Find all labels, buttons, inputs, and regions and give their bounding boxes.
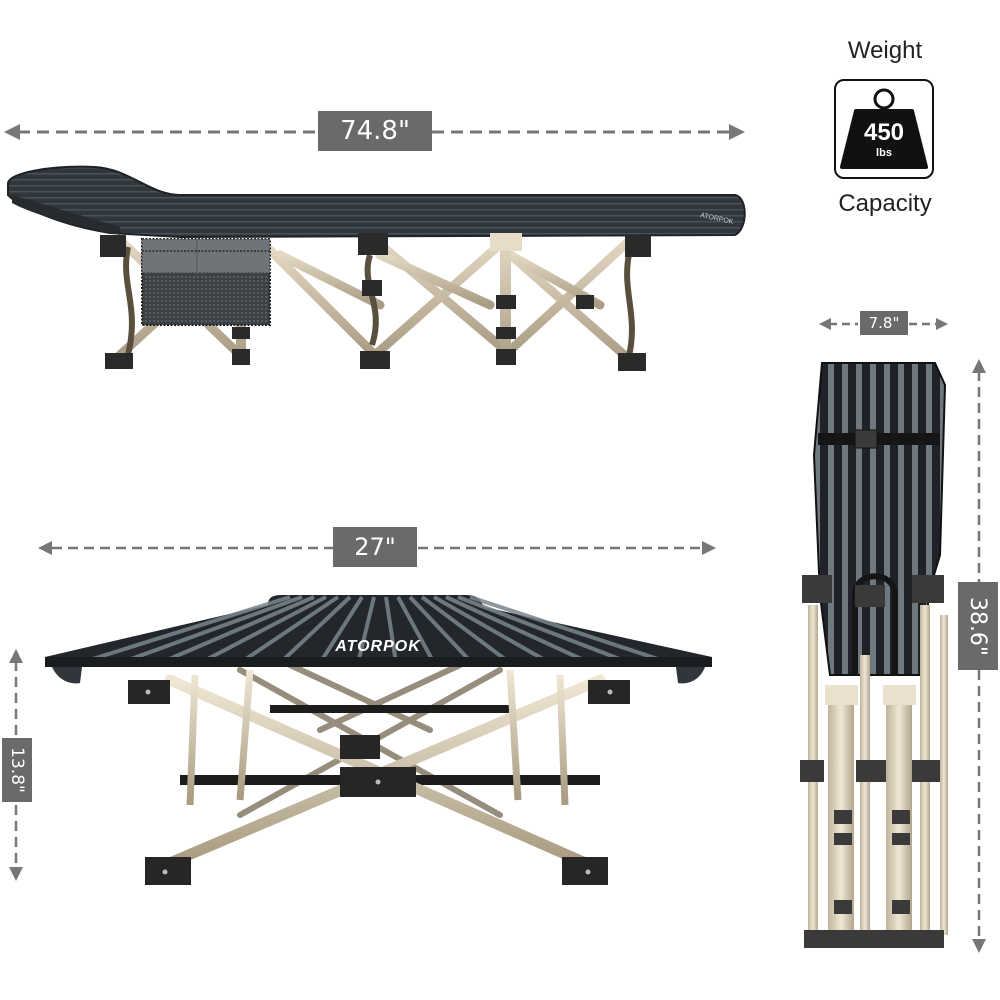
- arrow-right-icon: [936, 318, 948, 330]
- cot-folded-view: [800, 362, 948, 948]
- arrow-right-icon: [729, 124, 745, 140]
- cot-side-view: ATORPOK: [7, 165, 746, 371]
- folded-length-label: 38.6": [958, 582, 998, 670]
- arrow-up-icon: [972, 359, 986, 373]
- folded-length-dimension-line: [972, 359, 986, 953]
- arrow-left-icon: [38, 541, 52, 555]
- side-fabric: [7, 165, 746, 239]
- arrow-left-icon: [819, 318, 831, 330]
- cot-front-view: ATORPOK: [45, 595, 712, 885]
- length-dimension-label: 74.8": [318, 111, 432, 151]
- width-dimension-label: 27": [333, 527, 417, 567]
- height-text: 13.8": [7, 747, 28, 793]
- capacity-title: Weight: [847, 37, 923, 64]
- length-dimension-line: [4, 124, 745, 140]
- folded-width-label: 7.8": [860, 311, 908, 335]
- capacity-value: 450: [863, 119, 905, 146]
- height-dimension-label: 13.8": [2, 738, 32, 802]
- weight-icon: [840, 88, 928, 169]
- arrow-down-icon: [972, 939, 986, 953]
- folded-width-dimension-line: [819, 318, 948, 330]
- storage-pocket: [141, 238, 271, 326]
- arrow-right-icon: [702, 541, 716, 555]
- folded-length-text: 38.6": [965, 596, 991, 656]
- height-dimension-line: [9, 649, 23, 881]
- weight-badge: 450 lbs: [834, 79, 934, 179]
- arrow-left-icon: [4, 124, 20, 140]
- arrow-down-icon: [9, 867, 23, 881]
- width-dimension-line: [38, 541, 716, 555]
- brand-logo: ATORPOK: [334, 638, 421, 655]
- capacity-unit: lbs: [876, 147, 892, 159]
- capacity-subtitle: Capacity: [838, 190, 932, 217]
- arrow-up-icon: [9, 649, 23, 663]
